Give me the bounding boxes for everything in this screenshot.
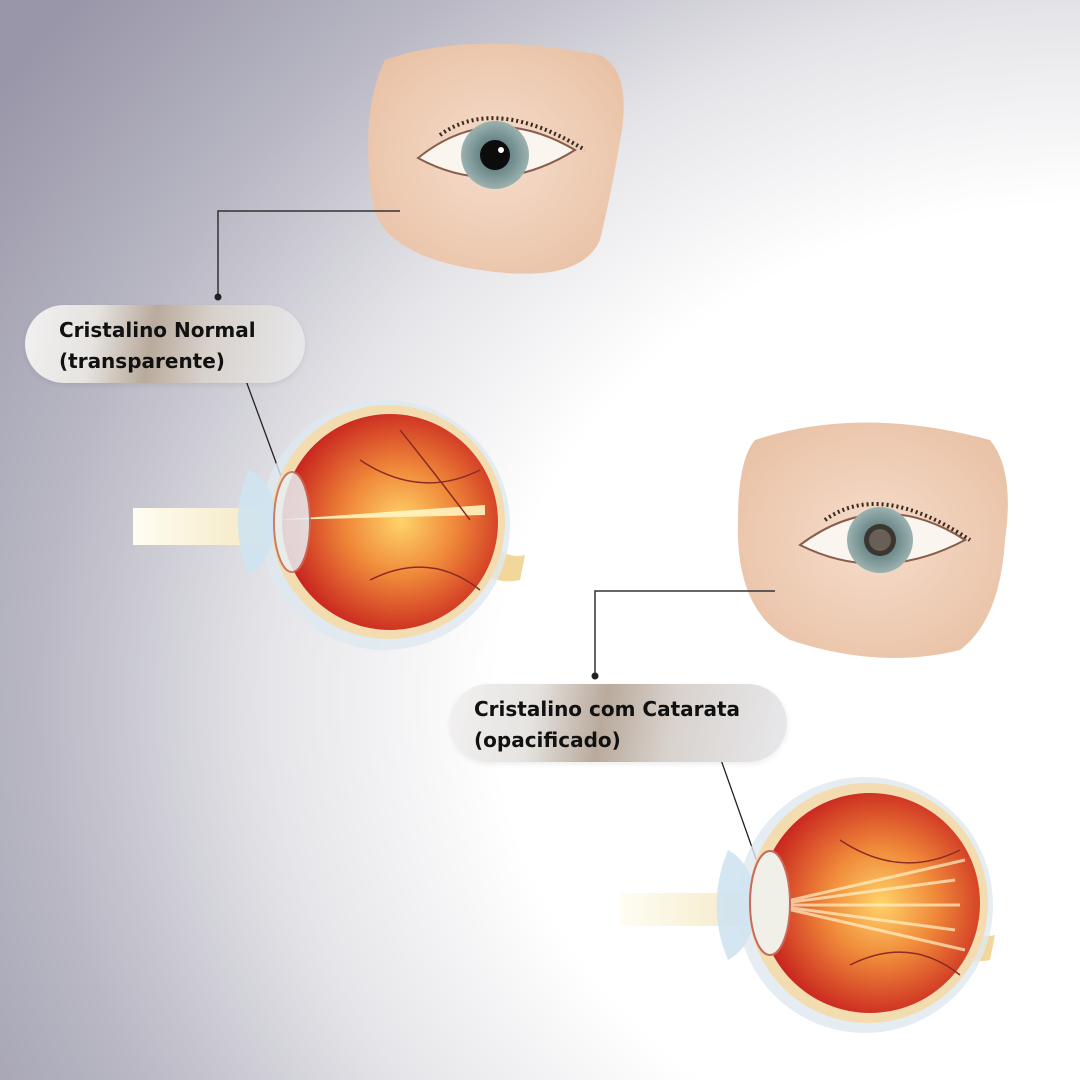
cataract-eye-face bbox=[737, 422, 1008, 658]
label-normal-title: Cristalino Normal bbox=[59, 318, 256, 342]
normal-eye-cross-section bbox=[133, 400, 525, 650]
label-cataract-subtitle: (opacificado) bbox=[474, 728, 621, 752]
label-normal-subtitle: (transparente) bbox=[59, 349, 225, 373]
clear-lens bbox=[273, 471, 311, 573]
label-cataract-title: Cristalino com Catarata bbox=[474, 697, 741, 721]
cloudy-pupil bbox=[869, 529, 891, 551]
opaque-lens bbox=[749, 850, 791, 956]
cataract-eye-cross-section bbox=[620, 777, 995, 1033]
label-cataract-lens: Cristalino com Catarata (opacificado) bbox=[450, 684, 787, 762]
normal-eye-face bbox=[368, 43, 624, 274]
label-normal-lens: Cristalino Normal (transparente) bbox=[25, 305, 305, 383]
